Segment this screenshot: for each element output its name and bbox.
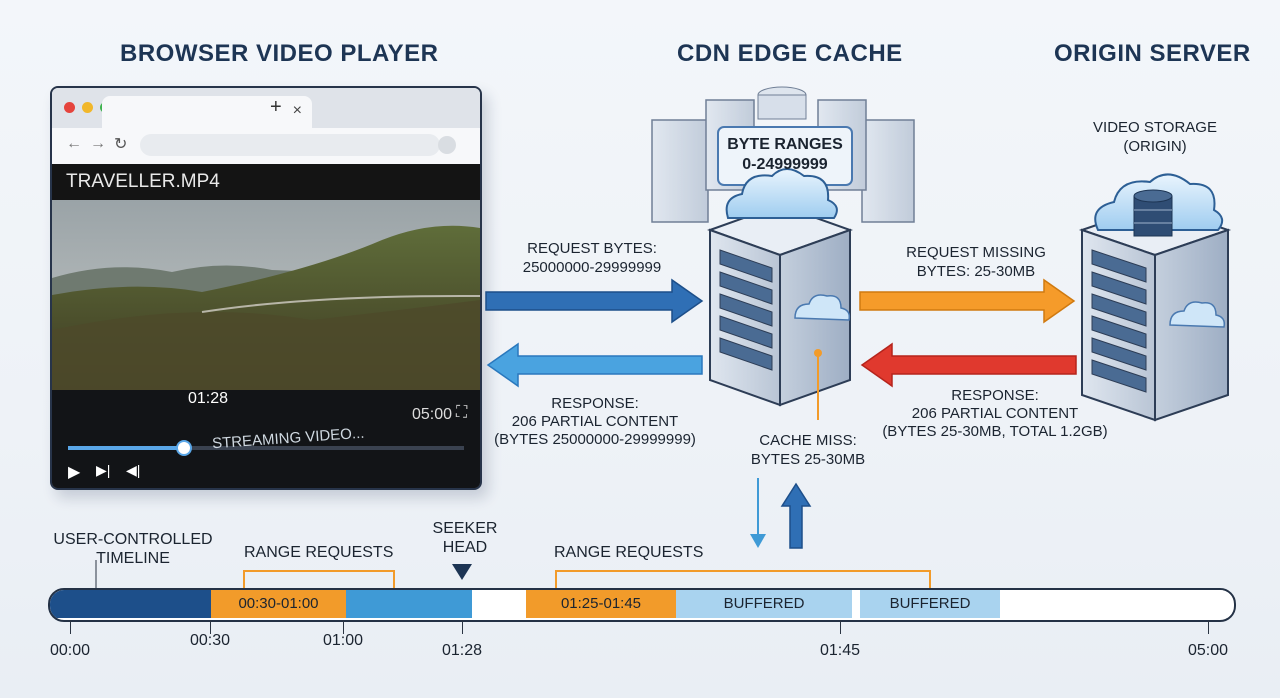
tick-mark	[462, 620, 463, 634]
browser-tab-bar: × +	[52, 88, 480, 128]
browser-tab[interactable]: ×	[102, 96, 312, 128]
cache-exchange-arrows	[750, 478, 812, 549]
close-tab-icon[interactable]: ×	[292, 102, 302, 119]
response-arrow	[486, 342, 703, 388]
request-arrow	[485, 278, 704, 324]
tick-label: 01:00	[322, 632, 364, 649]
tick-mark	[70, 620, 71, 634]
origin-title: ORIGIN SERVER	[1054, 40, 1251, 67]
request-label-2: 25000000-29999999	[522, 259, 662, 276]
seeker-label-1: SEEKER	[432, 520, 498, 537]
tick-mark	[210, 620, 211, 634]
tick-label: 01:28	[441, 642, 483, 659]
origin-response-arrow	[860, 342, 1077, 388]
new-tab-icon[interactable]: +	[270, 96, 282, 118]
video-storage-label-2: (ORIGIN)	[1123, 138, 1187, 155]
video-player[interactable]: TRAVELLER.MP4 01:28 05:00 ⛶	[52, 164, 480, 488]
user-timeline-label-2: TIMELINE	[96, 550, 170, 567]
cache-miss-label-2: BYTES 25-30MB	[750, 451, 866, 468]
timeline-buffered-segment: BUFFERED	[860, 590, 1000, 618]
reload-icon[interactable]: ↻	[114, 136, 128, 153]
origin-response-label-1: RESPONSE:	[951, 387, 1039, 404]
minimize-window-icon[interactable]	[82, 102, 93, 113]
fullscreen-icon[interactable]: ⛶	[456, 404, 468, 421]
seeker-head-icon	[452, 564, 472, 580]
origin-response-label-3: (BYTES 25-30MB, TOTAL 1.2GB)	[882, 423, 1108, 440]
range-requests-label-1: RANGE REQUESTS	[244, 544, 394, 561]
timeline-bar[interactable]: 00:30-01:00 01:25-01:45 BUFFERED BUFFERE…	[48, 588, 1236, 622]
progress-fill	[68, 446, 183, 450]
response-label-3: (BYTES 25000000-29999999)	[494, 431, 696, 448]
cdn-server	[707, 203, 853, 420]
close-window-icon[interactable]	[64, 102, 75, 113]
tick-mark	[343, 620, 344, 634]
tick-label: 01:45	[819, 642, 861, 659]
origin-response-label-2: 206 PARTIAL CONTENT	[911, 405, 1079, 422]
timeline-played-segment	[50, 590, 211, 618]
tick-mark	[840, 620, 841, 634]
current-time: 01:28	[188, 390, 229, 407]
cache-miss-label-1: CACHE MISS:	[759, 432, 857, 449]
timeline-loaded-segment	[346, 590, 472, 618]
browser-window: × + ← → ↻ TRAVELLER.MP4 0	[50, 86, 482, 490]
byte-ranges-label: BYTE RANGES	[727, 136, 843, 153]
response-label-1: RESPONSE:	[551, 395, 639, 412]
back-icon[interactable]: ←	[66, 135, 82, 152]
address-bar[interactable]	[140, 134, 440, 156]
tick-label: 00:00	[49, 642, 91, 659]
volume-icon[interactable]: ◀|	[126, 462, 141, 478]
range-bracket-2	[555, 570, 931, 588]
play-icon[interactable]: ▶	[68, 464, 81, 481]
video-frame-landscape	[52, 200, 480, 390]
browser-toolbar: ← → ↻	[52, 128, 480, 165]
video-storage-label-1: VIDEO STORAGE	[1093, 119, 1217, 136]
forward-icon[interactable]: →	[90, 135, 106, 152]
next-icon[interactable]: ▶|	[96, 462, 111, 478]
timeline-empty-segment	[1000, 590, 1232, 618]
request-label-1: REQUEST BYTES:	[527, 240, 657, 257]
origin-request-arrow	[859, 278, 1076, 324]
timeline-range-segment: 00:30-01:00	[211, 590, 346, 618]
timeline-buffered-segment: BUFFERED	[676, 590, 852, 618]
byte-ranges-value: 0-24999999	[742, 156, 828, 173]
tick-label: 05:00	[1187, 642, 1229, 659]
cdn-cloud-icon	[725, 168, 838, 219]
missing-label-1: REQUEST MISSING	[906, 244, 1046, 261]
range-bracket-1	[243, 570, 395, 588]
player-title: BROWSER VIDEO PLAYER	[120, 40, 439, 67]
profile-icon[interactable]	[438, 136, 456, 154]
scrub-handle[interactable]	[175, 440, 192, 456]
tick-label: 00:30	[189, 632, 231, 649]
origin-cloud-database-icon	[1094, 173, 1224, 237]
cdn-title: CDN EDGE CACHE	[677, 40, 903, 67]
user-timeline-label-1: USER-CONTROLLED	[53, 531, 213, 548]
tick-mark	[1208, 620, 1209, 634]
video-file-name: TRAVELLER.MP4	[52, 164, 480, 200]
range-requests-label-2: RANGE REQUESTS	[554, 544, 704, 561]
timeline-empty-segment	[472, 590, 526, 618]
seeker-label-2: HEAD	[442, 539, 488, 556]
duration: 05:00	[412, 406, 453, 423]
response-label-2: 206 PARTIAL CONTENT	[511, 413, 679, 430]
missing-label-2: BYTES: 25-30MB	[916, 263, 1036, 280]
progress-track[interactable]	[68, 446, 464, 450]
player-controls: 01:28 05:00 ⛶ STREAMING VIDEO... ▶ ▶| ◀|	[52, 390, 480, 488]
timeline-range-segment: 01:25-01:45	[526, 590, 676, 618]
